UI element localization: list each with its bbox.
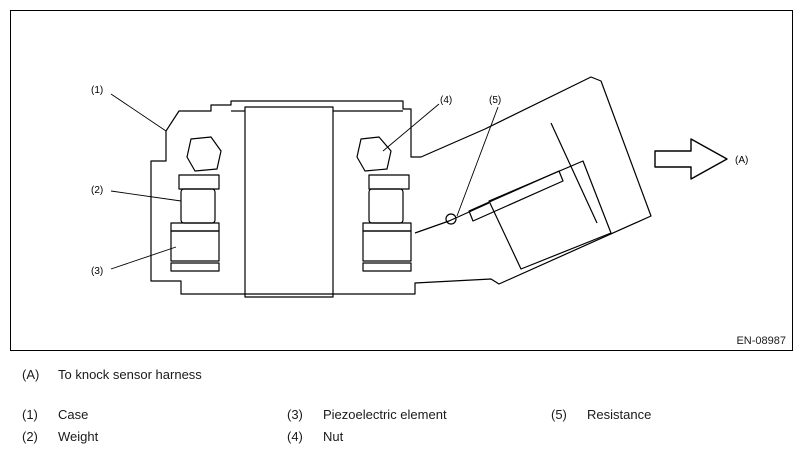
callout-1: (1) [91, 85, 103, 96]
sensor-case-outline [150, 76, 652, 295]
legend-text: To knock sensor harness [58, 367, 202, 382]
legend-key: (2) [22, 429, 38, 444]
weight-right [368, 188, 404, 224]
legend-text: Case [58, 407, 89, 422]
piezo-element-left [170, 230, 220, 262]
legend-text: Resistance [587, 407, 652, 422]
diagram-frame: (1) (2) (3) (4) (5) (A) EN-08987 [10, 10, 793, 351]
leader-4 [382, 103, 440, 152]
leader-5 [456, 106, 499, 217]
ring-right [362, 222, 412, 232]
legend-key: (5) [551, 407, 567, 422]
connector-divider [550, 122, 598, 224]
resistance-element [445, 213, 457, 225]
harness-arrow [654, 138, 728, 180]
figure-code: EN-08987 [736, 335, 786, 347]
callout-5: (5) [489, 95, 501, 106]
callout-4: (4) [440, 95, 452, 106]
leader-1 [110, 93, 167, 132]
leader-3 [110, 246, 177, 270]
base-ring-left [170, 262, 220, 272]
ring-left [170, 222, 220, 232]
center-sleeve [244, 106, 334, 298]
legend-key: (4) [287, 429, 303, 444]
legend-text: Piezoelectric element [323, 407, 447, 422]
piezo-element-right [362, 230, 412, 262]
nut-right [356, 136, 392, 172]
legend-key: (3) [287, 407, 303, 422]
nut-left [186, 136, 222, 172]
connector-slot [468, 170, 564, 222]
legend-key: (A) [22, 367, 40, 382]
legend-text: Nut [323, 429, 344, 444]
washer-left [178, 174, 220, 190]
knock-sensor-diagram: (1) (2) (3) (4) (5) (A) [91, 76, 748, 298]
washer-right [368, 174, 410, 190]
legend-text: Weight [58, 429, 99, 444]
legend-key: (1) [22, 407, 38, 422]
weight-left [180, 188, 216, 224]
base-ring-right [362, 262, 412, 272]
callout-2: (2) [91, 185, 103, 196]
callout-3: (3) [91, 266, 103, 277]
lead-wire [414, 202, 490, 234]
callout-a: (A) [735, 155, 748, 166]
leader-2 [110, 190, 182, 202]
